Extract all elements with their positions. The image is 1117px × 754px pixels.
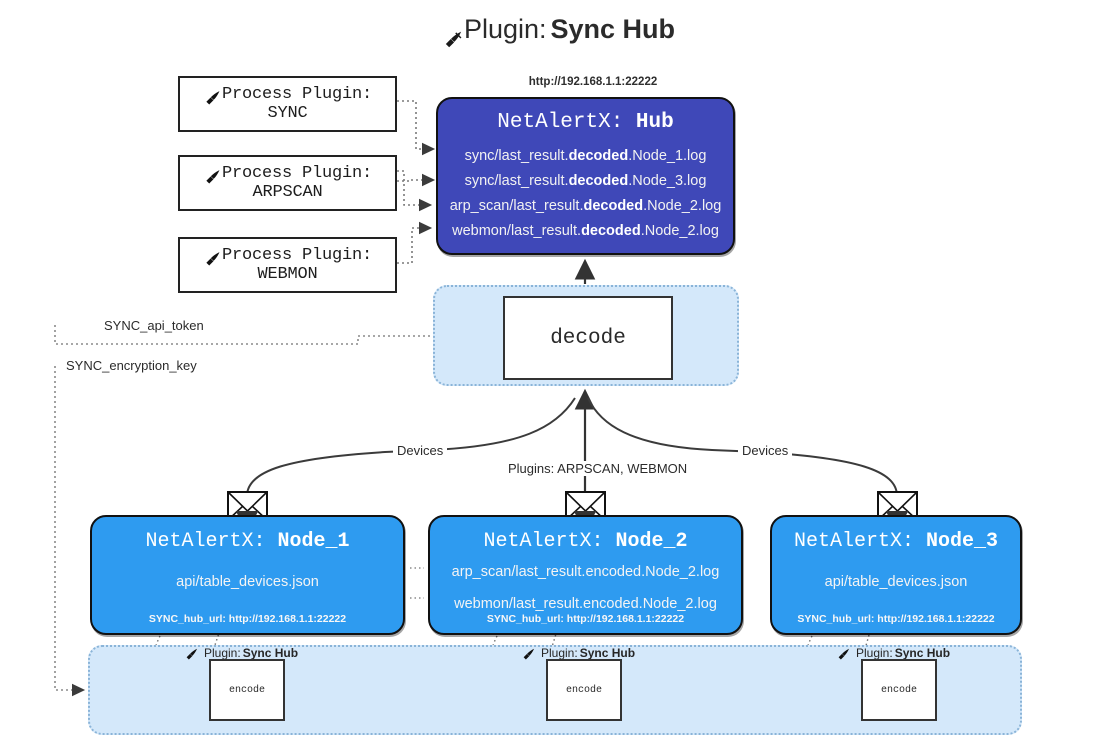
plug-icon bbox=[442, 24, 462, 48]
encode-box-2[interactable]: encode bbox=[546, 659, 622, 721]
encode-plugin-label-2: Plugin: Sync Hub bbox=[521, 645, 635, 660]
node-line: arp_scan/last_result.encoded.Node_2.log bbox=[451, 564, 720, 580]
process-plugin-line1: Process Plugin: bbox=[203, 85, 373, 105]
plug-icon bbox=[203, 250, 221, 266]
process-plugin-title: Process Plugin: bbox=[221, 246, 373, 265]
hub-url: http://192.168.1.1:22222 bbox=[528, 76, 658, 88]
plug-icon bbox=[836, 647, 854, 662]
plug-icon bbox=[521, 647, 539, 662]
plug-icon bbox=[203, 168, 221, 184]
encode-plugin-label-1: Plugin: Sync Hub bbox=[184, 645, 298, 660]
process-plugin-arpscan[interactable]: Process Plugin: ARPSCAN bbox=[178, 155, 397, 211]
hub-box[interactable]: NetAlertX: Hub sync/last_result.decoded.… bbox=[436, 97, 735, 255]
node-title: NetAlertX: Node_1 bbox=[145, 530, 350, 553]
node-title: NetAlertX: Node_2 bbox=[483, 530, 688, 553]
encode-plugin-label-3: Plugin: Sync Hub bbox=[836, 645, 950, 660]
edge-label-plugins: Plugins: ARPSCAN, WEBMON bbox=[504, 461, 692, 476]
node-box-node-1[interactable]: NetAlertX: Node_1 api/table_devices.json… bbox=[90, 515, 405, 635]
node-title: NetAlertX: Node_3 bbox=[793, 530, 999, 553]
encode-plugin-name: Sync Hub bbox=[894, 645, 951, 660]
encode-plugin-prefix: Plugin: bbox=[204, 645, 241, 660]
node-footer: SYNC_hub_url: http://192.168.1.1:22222 bbox=[486, 613, 685, 625]
title-name: Sync Hub bbox=[550, 14, 676, 44]
decode-box[interactable]: decode bbox=[503, 296, 673, 380]
node-footer: SYNC_hub_url: http://192.168.1.1:22222 bbox=[148, 613, 347, 625]
edge-label-devices-right: Devices bbox=[738, 443, 793, 458]
node-line: api/table_devices.json bbox=[176, 574, 319, 590]
process-plugin-line1: Process Plugin: bbox=[203, 164, 373, 184]
encode-box-1[interactable]: encode bbox=[209, 659, 285, 721]
process-plugin-title: Process Plugin: bbox=[221, 164, 373, 183]
process-plugin-sync[interactable]: Process Plugin: SYNC bbox=[178, 76, 397, 132]
title-label: Plugin: bbox=[463, 14, 547, 44]
node-box-node-3[interactable]: NetAlertX: Node_3 api/table_devices.json… bbox=[770, 515, 1022, 635]
encode-plugin-prefix: Plugin: bbox=[856, 645, 893, 660]
node-line: api/table_devices.json bbox=[824, 574, 968, 590]
hub-log-line: arp_scan/last_result.decoded.Node_2.log bbox=[449, 197, 722, 214]
plug-icon bbox=[184, 647, 202, 662]
hub-log-line: webmon/last_result.decoded.Node_2.log bbox=[452, 222, 719, 239]
process-plugin-name: ARPSCAN bbox=[252, 183, 323, 202]
process-plugin-line1: Process Plugin: bbox=[203, 246, 373, 266]
encode-plugin-name: Sync Hub bbox=[579, 645, 636, 660]
process-plugin-name: WEBMON bbox=[257, 265, 318, 284]
hub-title: NetAlertX: Hub bbox=[497, 111, 673, 134]
hub-log-line: sync/last_result.decoded.Node_1.log bbox=[464, 148, 707, 164]
process-plugin-title: Process Plugin: bbox=[221, 85, 373, 104]
process-plugin-name: SYNC bbox=[267, 104, 308, 123]
encode-box-3[interactable]: encode bbox=[861, 659, 937, 721]
label-sync-api-token: SYNC_api_token bbox=[100, 318, 208, 333]
plug-icon bbox=[203, 89, 221, 105]
node-footer: SYNC_hub_url: http://192.168.1.1:22222 bbox=[797, 613, 995, 625]
label-sync-encryption-key: SYNC_encryption_key bbox=[62, 358, 201, 373]
node-line: webmon/last_result.encoded.Node_2.log bbox=[454, 596, 717, 613]
edge-label-devices-left: Devices bbox=[393, 443, 448, 458]
page-title: Plugin: Sync Hub bbox=[0, 14, 1117, 48]
process-plugin-webmon[interactable]: Process Plugin: WEBMON bbox=[178, 237, 397, 293]
hub-title-name: Hub bbox=[635, 111, 674, 134]
encode-plugin-name: Sync Hub bbox=[242, 645, 299, 660]
node-box-node-2[interactable]: NetAlertX: Node_2 arp_scan/last_result.e… bbox=[428, 515, 743, 635]
hub-title-prefix: NetAlertX: bbox=[497, 111, 636, 134]
encode-plugin-prefix: Plugin: bbox=[541, 645, 578, 660]
hub-log-line: sync/last_result.decoded.Node_3.log bbox=[464, 172, 707, 189]
